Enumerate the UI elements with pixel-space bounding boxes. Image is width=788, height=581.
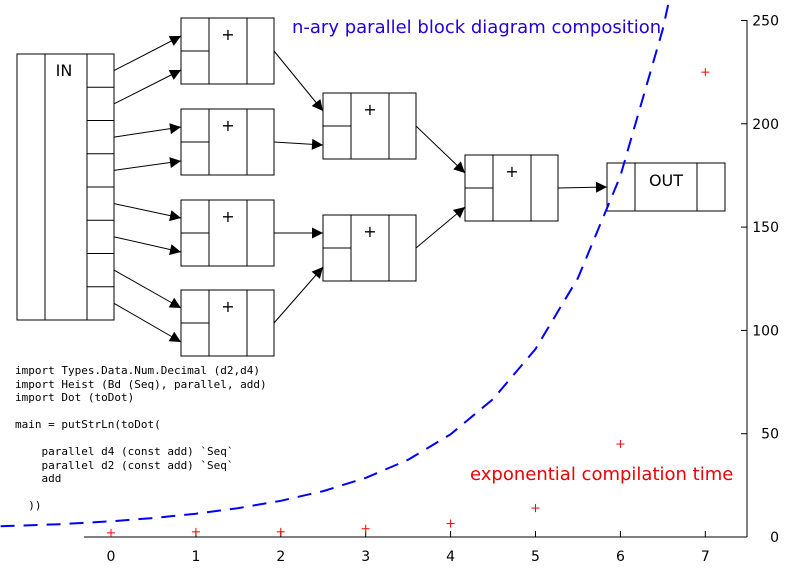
adder-block: + (322, 92, 417, 160)
connector-arrow (113, 157, 182, 171)
block-border (606, 162, 726, 212)
adder-block: + (180, 108, 275, 176)
data-point-marker (276, 527, 285, 536)
in-block: IN (16, 53, 115, 321)
axes (84, 20, 748, 538)
connector-arrow (113, 269, 182, 309)
data-point-marker (107, 528, 115, 537)
connector-arrow (113, 236, 182, 255)
adder-block: + (180, 17, 275, 85)
adder-block: + (180, 199, 275, 267)
x-tick-label: 0 (107, 549, 116, 565)
connector-arrow (557, 181, 608, 193)
block-diagram: IN + + + + + + + OUT (16, 17, 726, 357)
y-tick-label: 250 (752, 14, 779, 30)
out-block-label: OUT (649, 171, 683, 190)
connector-arrow (113, 69, 182, 105)
in-block-label: IN (56, 61, 73, 80)
data-point-marker (446, 519, 455, 528)
code-snippet: import Types.Data.Num.Decimal (d2,d4) im… (15, 364, 267, 512)
adder-plus-label: + (363, 222, 376, 241)
axis-ticks: 0 1 2 3 4 5 6 7 0 50 100 150 200 250 (107, 14, 779, 566)
data-points (107, 68, 710, 537)
connector-arrow (273, 266, 324, 324)
data-point-marker (191, 527, 200, 536)
y-tick-label: 150 (752, 220, 779, 236)
adder-block: + (322, 214, 417, 282)
x-tick-label: 4 (446, 549, 455, 565)
x-tick-label: 1 (191, 549, 200, 565)
connector-arrow (113, 123, 182, 138)
connector-arrow (273, 50, 324, 112)
connector-arrow (113, 302, 182, 343)
data-point-marker (616, 440, 625, 449)
data-point-marker (531, 504, 540, 513)
data-point-marker (361, 524, 370, 533)
adder-plus-label: + (221, 116, 234, 135)
diagram-title: n-ary parallel block diagram composition (292, 17, 661, 38)
x-tick-label: 3 (361, 549, 370, 565)
x-tick-label: 5 (531, 549, 540, 565)
data-point-marker (701, 68, 710, 77)
connector-arrow (415, 206, 466, 249)
exponential-curve (0, 0, 671, 528)
adder-block: + (180, 289, 275, 357)
adder-plus-label: + (221, 297, 234, 316)
adder-block: + (464, 154, 559, 222)
connector-arrow (415, 125, 466, 174)
y-tick-label: 100 (752, 323, 779, 339)
connector-arrow (113, 203, 182, 222)
y-tick-label: 0 (770, 530, 779, 546)
adder-plus-label: + (363, 100, 376, 119)
x-tick-label: 7 (701, 549, 710, 565)
x-tick-label: 6 (616, 549, 625, 565)
y-tick-label: 200 (752, 117, 779, 133)
y-tick-label: 50 (761, 427, 779, 443)
adder-plus-label: + (221, 207, 234, 226)
compile-time-note: exponential compilation time (470, 464, 733, 485)
x-tick-label: 2 (276, 549, 285, 565)
connector-arrow (273, 138, 324, 150)
adder-plus-label: + (505, 162, 518, 181)
curve-layer (0, 0, 671, 528)
out-block: OUT (606, 162, 726, 212)
adder-plus-label: + (221, 25, 234, 44)
connector-arrow (113, 35, 182, 72)
